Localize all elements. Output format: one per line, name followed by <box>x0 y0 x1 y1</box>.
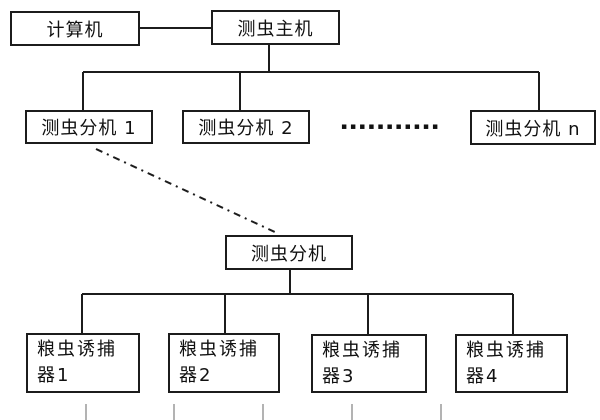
node-trap-1: 粮虫诱捕 器1 <box>26 333 140 393</box>
node-sub-unit-2: 测虫分机 2 <box>182 110 310 144</box>
node-sub-unit-1: 测虫分机 1 <box>25 110 153 144</box>
node-sub-unit-n: 测虫分机 n <box>470 110 596 145</box>
node-trap-4: 粮虫诱捕 器4 <box>455 334 568 393</box>
node-trap-2: 粮虫诱捕 器2 <box>168 333 280 393</box>
node-computer: 计算机 <box>10 11 140 46</box>
trap-1-label-line2: 器1 <box>37 365 71 386</box>
trap-1-label-line1: 粮虫诱捕 <box>37 339 117 360</box>
trap-3-label-line1: 粮虫诱捕 <box>322 339 402 361</box>
edge-zoom-dashed <box>95 148 278 234</box>
node-host-unit: 测虫主机 <box>211 10 340 45</box>
trap-4-label-line2: 器4 <box>466 365 500 387</box>
node-trap-3: 粮虫诱捕 器3 <box>311 334 427 393</box>
trap-2-label-line2: 器2 <box>179 365 213 386</box>
node-sub-unit-detail: 测虫分机 <box>225 235 353 270</box>
ellipsis-dots: ▪▪▪▪▪▪▪▪▪▪▪ <box>340 122 442 132</box>
trap-2-label-line1: 粮虫诱捕 <box>179 339 259 360</box>
trap-3-label-line2: 器3 <box>322 365 356 387</box>
trap-4-label-line1: 粮虫诱捕 <box>466 339 546 361</box>
